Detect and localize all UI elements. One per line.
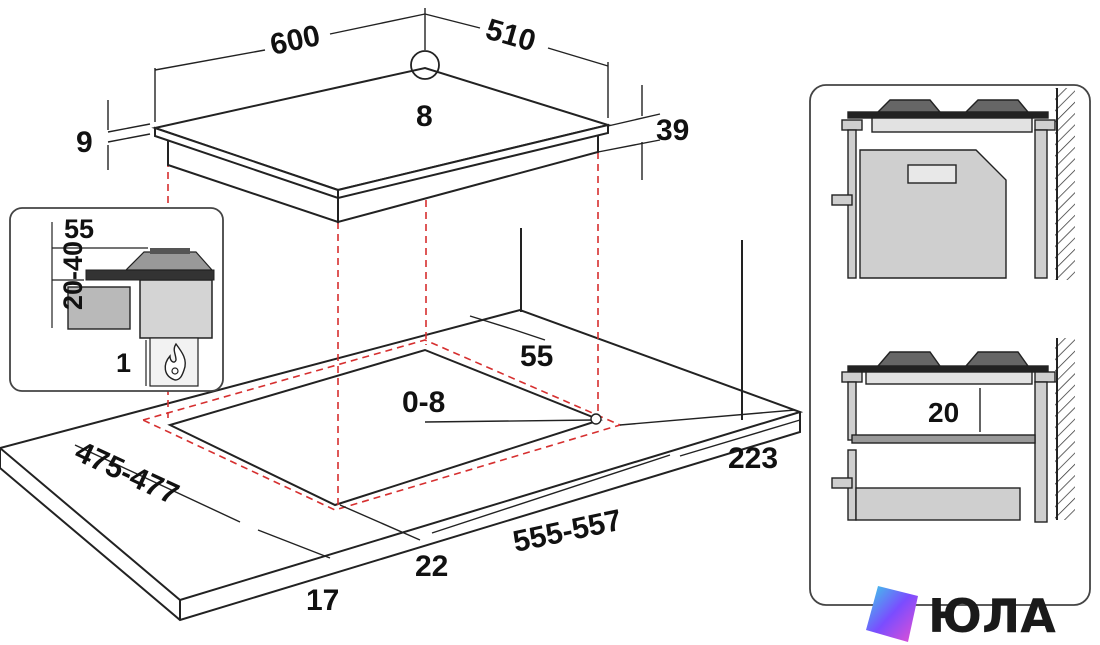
dim-depth-top: 510 [482, 13, 539, 59]
dim-body-height: 39 [656, 114, 689, 147]
hob-body [151, 66, 612, 224]
dim-cutout-width: 555-557 [510, 504, 625, 559]
gas-inlet-marker [410, 50, 440, 80]
inset-left-clearance-bottom: 1 [116, 348, 131, 378]
inset-right-gap: 20 [928, 397, 959, 428]
dim-side-offset: 223 [728, 442, 778, 475]
brand-name: ЮЛА [928, 589, 1056, 643]
inset-right: 20 [809, 84, 1091, 606]
flame-icon [164, 342, 186, 381]
dim-front-offset-a: 22 [415, 550, 448, 583]
inset-left-clearance-top: 55 [64, 214, 94, 244]
brand-logo-icon [866, 586, 918, 642]
dim-width-top: 600 [267, 19, 323, 62]
inset-right-upper [831, 99, 1056, 279]
dim-front-offset-b: 17 [306, 584, 339, 617]
dimension-lines [74, 8, 801, 559]
dim-gas-position: 0-8 [402, 386, 445, 419]
brand-watermark: ЮЛА [866, 586, 1056, 643]
dim-gas-inlet: 8 [416, 100, 433, 133]
inset-left-clearance-range: 20-40 [58, 241, 88, 310]
worktop [0, 228, 804, 622]
inset-right-lower [831, 351, 1056, 523]
dim-glass-thickness: 9 [76, 126, 93, 159]
inset-left: 55 20-40 1 [9, 207, 224, 392]
dim-rear-offset: 55 [520, 340, 553, 373]
